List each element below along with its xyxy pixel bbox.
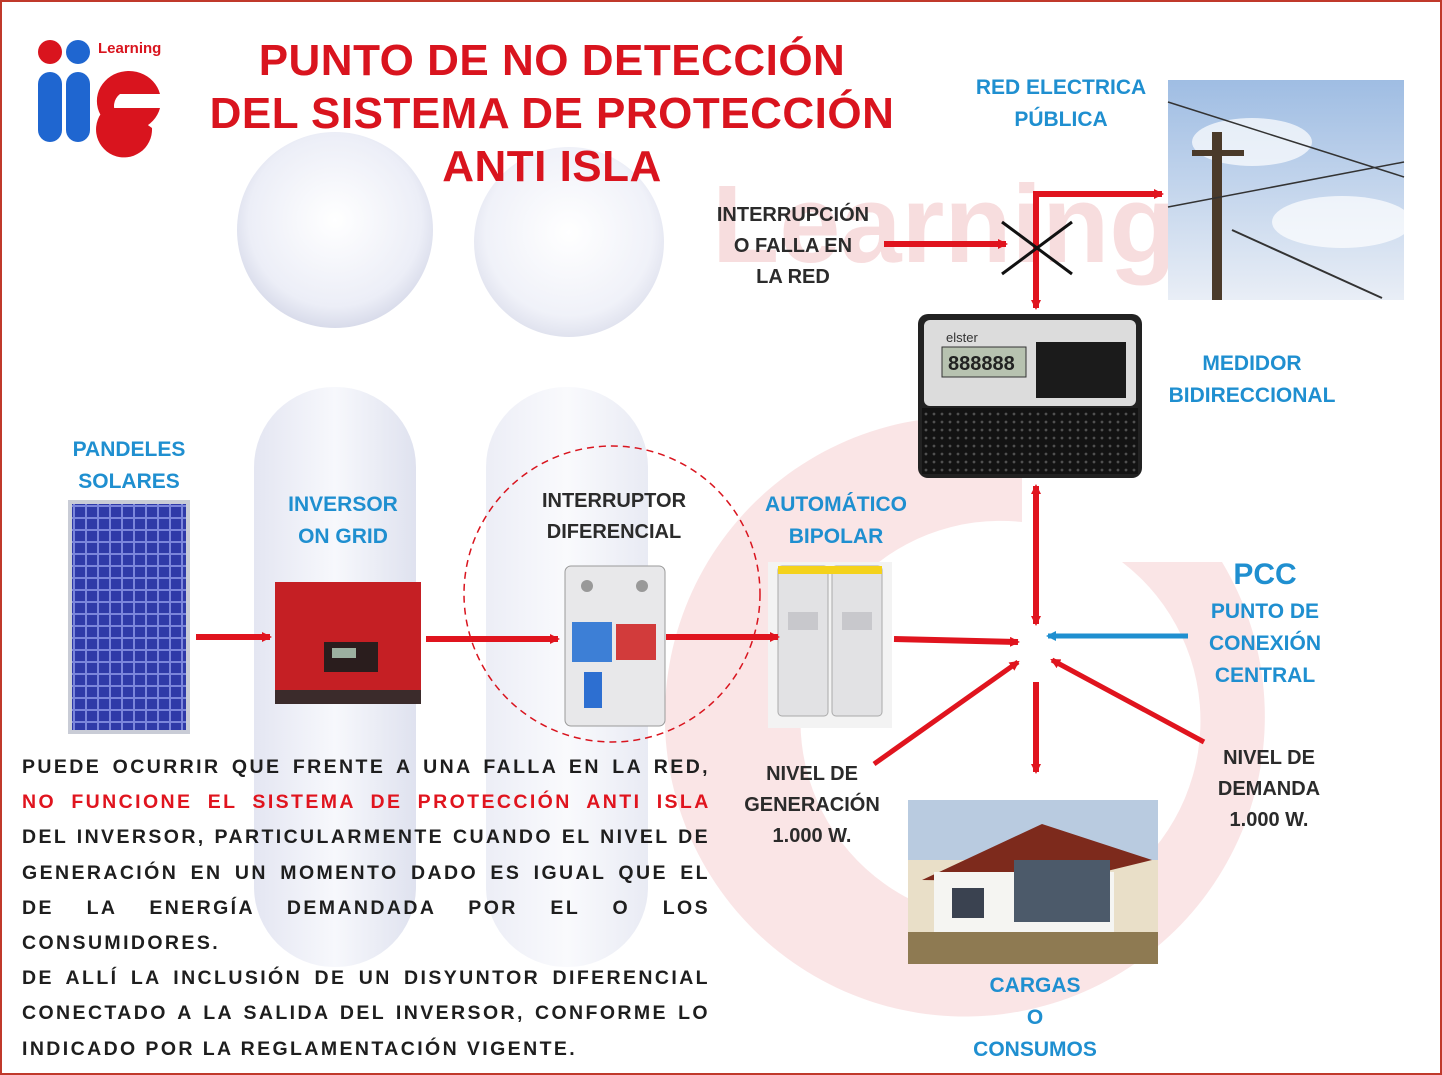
label-meter-line-1: MEDIDOR: [1202, 352, 1302, 375]
paragraph-1-end: DEL INVERSOR, PARTICULARMENTE CUANDO EL …: [22, 826, 710, 955]
label-generation-level: NIVEL DE GENERACIÓN 1.000 W.: [724, 759, 900, 852]
label-inverter-line-1: INVERSOR: [288, 493, 398, 516]
meter-display: 888888: [948, 353, 1015, 375]
differential-breaker: [564, 565, 666, 727]
utility-pole-photo: [1167, 80, 1412, 300]
label-public-grid-line-1: RED ELECTRICA: [975, 76, 1147, 99]
label-demand-line-2: DEMANDA: [1217, 778, 1321, 800]
label-loads: CARGAS O CONSUMOS: [946, 970, 1124, 1066]
arrow-generation-level: [872, 659, 1020, 767]
inverter-device: [275, 582, 421, 704]
label-automatic-line-1: AUTOMÁTICO: [765, 493, 907, 516]
paragraph-1: PUEDE OCURRIR QUE FRENTE A UNA FALLA EN …: [22, 750, 710, 961]
bidirectional-meter: 888888 elster: [918, 314, 1142, 478]
label-meter: MEDIDOR BIDIRECCIONAL: [1152, 348, 1352, 412]
solar-panel: [68, 500, 190, 734]
label-loads-line-3: CONSUMOS: [973, 1038, 1097, 1061]
label-differential-line-1: INTERRUPTOR: [541, 490, 687, 512]
logo-dot-red: [38, 40, 62, 64]
decor-bubble-2: [474, 147, 664, 337]
label-grid-fault: INTERRUPCIÓN O FALLA EN LA RED: [692, 200, 894, 293]
title-line-3: ANTI ISLA: [442, 142, 662, 191]
label-generation-line-3: 1.000 W.: [772, 825, 852, 847]
label-meter-line-2: BIDIRECCIONAL: [1168, 384, 1336, 407]
paragraph-1-start: PUEDE OCURRIR QUE FRENTE A UNA FALLA EN …: [22, 756, 710, 778]
label-automatic: AUTOMÁTICO BIPOLAR: [748, 489, 924, 553]
paragraph-1-highlight: NO FUNCIONE EL SISTEMA DE PROTECCIÓN ANT…: [22, 791, 710, 814]
label-pcc-line-2: CONEXIÓN: [1208, 632, 1321, 655]
label-differential: INTERRUPTOR DIFERENCIAL: [514, 486, 714, 548]
label-solar-line-1: PANDELES: [72, 438, 186, 461]
slide-title: PUNTO DE NO DETECCIÓN DEL SISTEMA DE PRO…: [182, 34, 922, 193]
label-differential-line-2: DIFERENCIAL: [546, 521, 682, 543]
fault-x-mark: [1001, 220, 1073, 276]
label-fault-line-3: LA RED: [756, 266, 830, 288]
label-inverter: INVERSOR ON GRID: [264, 489, 422, 553]
house-photo: [908, 800, 1158, 964]
decor-watermark-text: Learning: [712, 163, 1177, 286]
label-loads-line-1: CARGAS: [989, 974, 1081, 997]
label-demand-level: NIVEL DE DEMANDA 1.000 W.: [1194, 743, 1344, 836]
logo: [38, 40, 160, 158]
automatic-breaker: [768, 562, 892, 728]
differential-highlight-circle: [463, 445, 761, 743]
label-loads-line-2: O: [1026, 1006, 1044, 1029]
meter-brand: elster: [946, 330, 978, 345]
label-automatic-line-2: BIPOLAR: [788, 525, 884, 548]
logo-learning-text: Learning: [98, 40, 162, 57]
label-fault-line-1: INTERRUPCIÓN: [716, 204, 870, 226]
label-solar-panels: PANDELES SOLARES: [46, 434, 212, 498]
arrow-demand-level: [1050, 657, 1206, 745]
decor-bubble-1: [237, 132, 433, 328]
label-fault-line-2: O FALLA EN: [733, 235, 853, 257]
label-inverter-line-2: ON GRID: [298, 525, 388, 548]
label-generation-line-2: GENERACIÓN: [744, 794, 880, 816]
title-line-1: PUNTO DE NO DETECCIÓN: [258, 36, 846, 85]
pcc-node: [1026, 638, 1046, 658]
label-solar-line-2: SOLARES: [78, 470, 180, 493]
title-line-2: DEL SISTEMA DE PROTECCIÓN: [209, 89, 895, 138]
label-public-grid: RED ELECTRICA PÚBLICA: [952, 72, 1170, 136]
label-pcc-description: PUNTO DE CONEXIÓN CENTRAL: [1192, 596, 1338, 692]
label-pcc-line-3: CENTRAL: [1214, 664, 1316, 687]
paragraph-2: DE ALLÍ LA INCLUSIÓN DE UN DISYUNTOR DIF…: [22, 967, 710, 1060]
arrow-automatic-to-pcc: [893, 636, 1020, 647]
label-generation-line-1: NIVEL DE: [766, 763, 858, 785]
label-pcc-line-1: PUNTO DE: [1210, 600, 1320, 623]
label-pcc: PCC: [1233, 558, 1297, 591]
explanation-paragraph: PUEDE OCURRIR QUE FRENTE A UNA FALLA EN …: [22, 750, 710, 1067]
label-public-grid-line-2: PÚBLICA: [1014, 108, 1108, 131]
label-demand-line-1: NIVEL DE: [1223, 747, 1315, 769]
logo-dot-blue: [66, 40, 90, 64]
label-demand-line-3: 1.000 W.: [1229, 809, 1309, 831]
